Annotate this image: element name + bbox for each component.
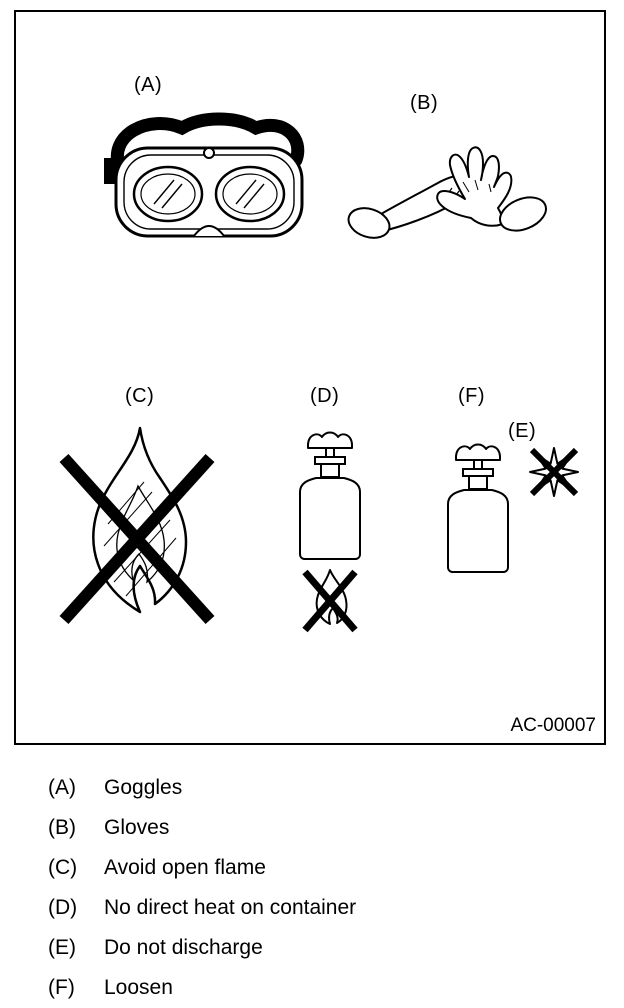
legend-row: (D) No direct heat on container (48, 888, 356, 928)
figure-label-e: (E) (508, 420, 537, 442)
legend: (A) Goggles (B) Gloves (C) Avoid open fl… (48, 768, 356, 1008)
legend-label: Loosen (104, 976, 173, 999)
legend-key: (F) (48, 976, 75, 999)
no-heat-container-icon (299, 431, 361, 633)
legend-row: (B) Gloves (48, 808, 356, 848)
legend-row: (A) Goggles (48, 768, 356, 808)
gloves-icon (347, 146, 547, 239)
legend-row: (E) Do not discharge (48, 928, 356, 968)
figure-label-b: (B) (410, 92, 439, 114)
legend-label: No direct heat on container (104, 896, 357, 919)
legend-key: (A) (48, 776, 76, 799)
legend-key: (C) (48, 856, 78, 879)
figure-label-a: (A) (134, 74, 163, 96)
legend-label: Do not discharge (104, 936, 263, 959)
no-discharge-icon (529, 447, 579, 497)
loosen-container-icon (447, 443, 509, 573)
legend-row: (C) Avoid open flame (48, 848, 356, 888)
figure-label-f: (F) (458, 385, 486, 407)
figure-label-d: (D) (310, 385, 340, 407)
legend-row: (F) Loosen (48, 968, 356, 1008)
figure-label-c: (C) (125, 385, 155, 407)
loosen-container-no-discharge-icon (447, 443, 579, 573)
legend-key: (E) (48, 936, 76, 959)
legend-key: (B) (48, 816, 76, 839)
goggles-icon (104, 112, 305, 238)
legend-label: Avoid open flame (104, 856, 266, 879)
legend-key: (D) (48, 896, 78, 919)
no-open-flame-icon (59, 426, 215, 625)
figure-box: (A) (B) (14, 10, 606, 745)
figure-code: AC-00007 (510, 715, 596, 736)
legend-label: Goggles (104, 776, 183, 799)
legend-label: Gloves (104, 816, 170, 839)
